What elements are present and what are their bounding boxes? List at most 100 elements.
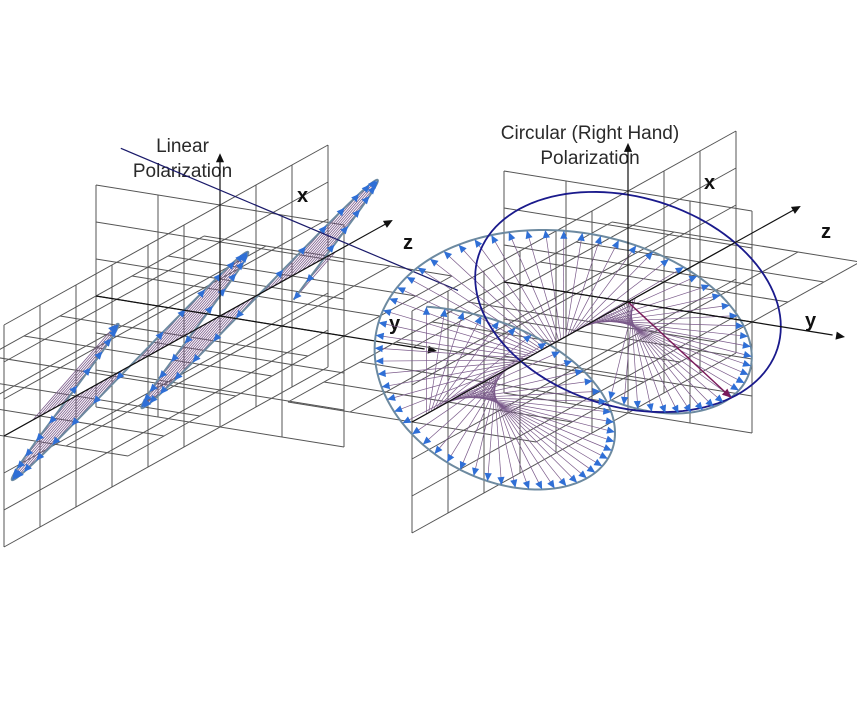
arrow-head-icon	[577, 232, 585, 242]
field-vector-line	[584, 284, 710, 327]
field-vector-line	[396, 287, 538, 353]
arrow-head-icon	[197, 289, 206, 298]
arrow-head-icon	[472, 467, 480, 476]
arrow-head-icon	[507, 327, 516, 336]
arrow-head-icon	[374, 345, 383, 353]
field-vector-line	[429, 258, 545, 349]
field-vector-line	[389, 298, 536, 354]
field-vector-line	[430, 311, 464, 412]
arrow-head-icon	[82, 367, 91, 376]
arrow-head-icon	[434, 445, 443, 454]
linear-polarization-title: Linear Polarization	[132, 136, 233, 182]
field-vector-line	[164, 251, 249, 347]
arrow-head-icon	[606, 426, 615, 434]
field-vector-line	[297, 180, 379, 274]
arrow-head-icon	[155, 331, 164, 340]
arrow-head-icon	[293, 291, 302, 300]
arrow-head-icon	[593, 458, 603, 467]
arrow-head-icon	[586, 465, 596, 473]
field-vector-line	[609, 311, 740, 391]
field-vector-line	[32, 324, 117, 421]
arrow-head-icon	[109, 329, 117, 338]
field-vector-line	[52, 375, 114, 446]
field-vector-line	[158, 322, 208, 379]
arrow-head-icon	[402, 416, 412, 424]
arrow-head-icon	[417, 267, 427, 275]
arrow-head-icon	[235, 261, 244, 271]
arrow-head-icon	[458, 244, 467, 254]
arrow-head-icon	[739, 331, 749, 340]
arrow-head-icon	[735, 322, 744, 330]
arrow-head-icon	[159, 370, 168, 379]
arrow-head-icon	[171, 353, 179, 363]
arrow-head-icon	[15, 470, 24, 479]
arrow-head-icon	[440, 308, 448, 318]
arrow-head-icon	[730, 383, 739, 391]
field-vector-line	[487, 375, 497, 482]
grid-line	[411, 352, 737, 534]
grid-line	[3, 218, 329, 400]
arrow-head-icon	[110, 324, 119, 333]
arrow-head-icon	[412, 426, 421, 435]
arrow-head-icon	[646, 403, 654, 412]
arrow-head-icon	[377, 369, 386, 377]
field-vector-line	[375, 359, 524, 362]
arrow-head-icon	[36, 452, 45, 461]
field-vector-line	[576, 258, 670, 331]
linear-z-axis-label: z	[403, 232, 413, 254]
field-vector-line	[141, 314, 223, 408]
arrow-head-icon	[443, 251, 453, 260]
arrow-head-icon	[508, 232, 516, 241]
arrow-head-icon	[743, 350, 752, 358]
field-vector-line	[574, 251, 654, 332]
linear-axis-grids	[0, 144, 453, 548]
grid-line	[349, 231, 675, 413]
arrow-head-icon	[336, 207, 345, 217]
field-vector-line	[377, 360, 522, 375]
field-vector-line	[567, 235, 602, 336]
field-vector-line	[145, 289, 206, 358]
arrow-head-icon	[204, 305, 213, 315]
helix-envelope	[373, 228, 753, 491]
field-vector-line	[607, 313, 745, 384]
arrow-head-icon	[326, 244, 335, 253]
arrow-head-icon	[275, 269, 284, 279]
grid-line	[3, 181, 329, 363]
oblique-line	[120, 147, 459, 291]
field-vector-line	[16, 390, 86, 470]
arrow-head-icon	[835, 331, 845, 340]
field-vector-line	[586, 294, 721, 326]
field-vector-line	[381, 362, 520, 388]
circular-z-axis-label: z	[821, 221, 831, 243]
field-vector-line	[24, 393, 81, 457]
grid-line	[3, 144, 329, 326]
arrow-head-icon	[457, 311, 465, 321]
field-vector-line	[41, 328, 118, 416]
circular-y-axis-label: y	[805, 310, 817, 332]
field-vector-line	[306, 195, 370, 269]
field-vector-line	[493, 376, 502, 486]
arrow-head-icon	[213, 333, 222, 342]
arrow-head-icon	[94, 351, 103, 360]
arrow-head-icon	[192, 354, 201, 363]
field-vector-line	[411, 367, 511, 435]
field-vector-line	[440, 334, 532, 407]
arrow-head-icon	[447, 453, 455, 463]
field-vector-line	[174, 261, 245, 342]
field-vector-line	[479, 384, 578, 484]
arrow-head-icon	[497, 476, 505, 486]
arrow-head-icon	[184, 335, 193, 344]
field-vector-line	[470, 389, 609, 460]
field-vector-line	[15, 382, 100, 479]
field-vector-line	[447, 360, 573, 403]
arrow-head-icon	[711, 293, 721, 301]
arrow-head-icon	[406, 277, 416, 285]
arrow-head-icon	[25, 448, 34, 457]
field-vector-line	[387, 363, 517, 400]
field-vector-line	[449, 370, 584, 402]
field-vector-line	[526, 230, 559, 341]
arrow-head-icon	[742, 359, 752, 367]
z-axis-line	[411, 209, 794, 423]
arrow-head-icon	[700, 284, 710, 292]
arrow-head-icon	[116, 371, 125, 380]
